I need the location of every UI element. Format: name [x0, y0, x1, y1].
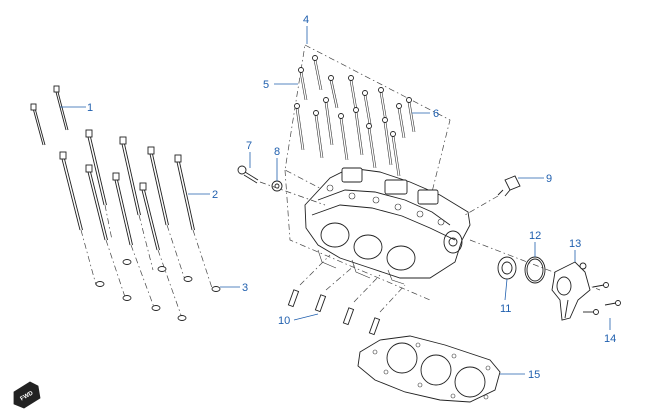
long-bolt — [174, 154, 213, 289]
long-bolt — [53, 85, 69, 131]
callout-10: 10 — [278, 315, 290, 327]
studs-part-10 — [287, 254, 406, 336]
long-bolt — [85, 129, 113, 241]
callout-14: 14 — [604, 333, 616, 345]
callout-15: 15 — [528, 369, 540, 381]
washer-part-8 — [271, 180, 283, 192]
forward-direction-badge: FWD — [13, 381, 41, 409]
long-bolt — [112, 172, 156, 311]
callout-numbers: 1 2 3 4 5 6 7 8 9 10 11 12 13 14 15 — [87, 14, 616, 381]
temperature-sensor-part-9 — [497, 175, 521, 197]
long-bolt — [147, 146, 186, 281]
washer — [157, 266, 167, 272]
long-bolt — [85, 164, 127, 301]
callout-11: 11 — [500, 303, 511, 315]
head-gasket-part-15 — [357, 335, 501, 403]
callout-9: 9 — [546, 173, 552, 185]
callout-5: 5 — [263, 79, 269, 91]
washer — [183, 276, 193, 282]
long-bolt — [30, 103, 46, 146]
callout-13: 13 — [569, 238, 581, 250]
washer — [95, 281, 105, 287]
washer — [122, 259, 132, 265]
o-ring-part-12 — [524, 256, 546, 284]
callout-8: 8 — [274, 146, 280, 158]
callout-3: 3 — [242, 282, 248, 294]
washer — [177, 315, 187, 321]
long-bolt — [119, 136, 154, 271]
bolts-part-14 — [583, 282, 621, 315]
washer — [151, 305, 161, 311]
washer — [211, 286, 221, 292]
callout-leaders — [60, 26, 611, 375]
long-bolt — [139, 182, 183, 319]
callout-2: 2 — [212, 189, 218, 201]
washers-group — [95, 259, 221, 321]
callout-6: 6 — [433, 108, 439, 120]
callout-12: 12 — [529, 230, 541, 242]
washer — [122, 295, 132, 301]
small-bolt-part-7 — [237, 165, 259, 184]
thermostat-housing-part-13 — [551, 261, 591, 321]
cylinder-head — [304, 167, 471, 285]
callout-4: 4 — [303, 14, 309, 26]
head-bolts-long-group — [30, 85, 213, 319]
callout-7: 7 — [246, 140, 252, 152]
callout-1: 1 — [87, 102, 93, 114]
long-bolt — [59, 151, 97, 286]
thermostat-part-11 — [497, 256, 517, 280]
